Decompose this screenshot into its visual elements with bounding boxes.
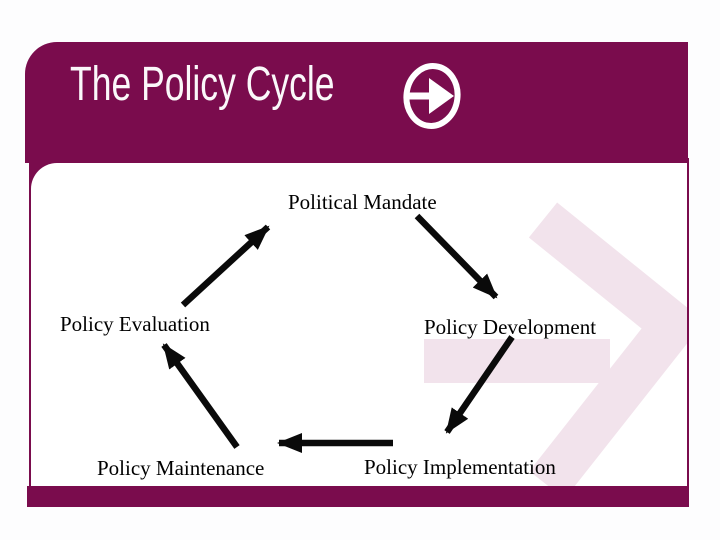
frame-left-border (29, 163, 32, 507)
slide-title: The Policy Cycle (70, 58, 335, 111)
node-policy-development: Policy Development (424, 315, 597, 339)
header-band (25, 42, 688, 163)
content-panel (31, 163, 687, 486)
circle-arrow-right-icon (403, 63, 461, 129)
node-political-mandate: Political Mandate (288, 190, 437, 214)
node-policy-evaluation: Policy Evaluation (60, 312, 210, 336)
frame-right-border (686, 158, 689, 507)
frame-bottom-band (27, 486, 688, 507)
node-policy-maintenance: Policy Maintenance (97, 456, 265, 480)
node-policy-implementation: Policy Implementation (364, 455, 556, 479)
